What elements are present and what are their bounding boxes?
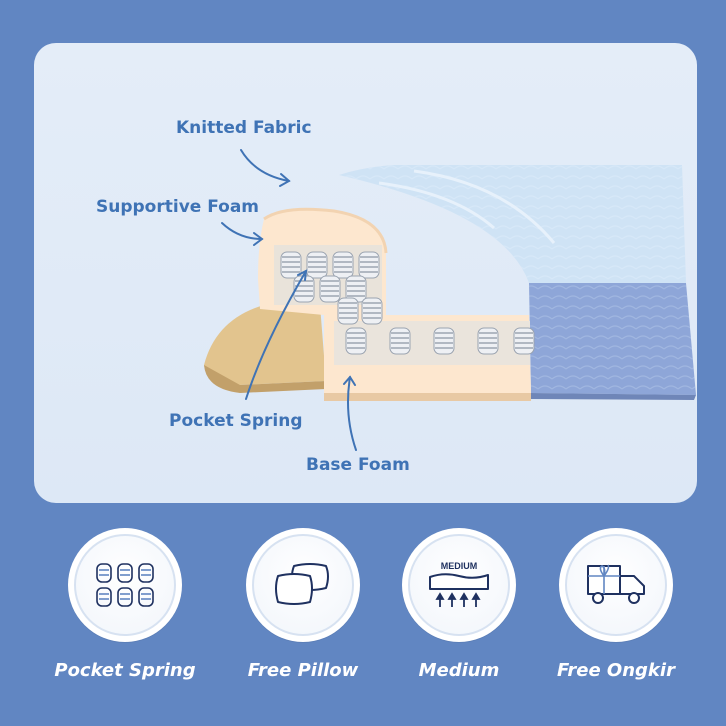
feature-label: Free Pillow xyxy=(247,660,359,681)
mattress-illustration-panel: Knitted Fabric Supportive Foam Pocket Sp… xyxy=(34,43,697,503)
firmness-text: MEDIUM xyxy=(441,561,478,571)
pillow-icon xyxy=(275,563,329,605)
medium-firmness-badge: MEDIUM xyxy=(402,528,516,642)
base-foam-label: Base Foam xyxy=(306,455,410,475)
spring-coils-icon xyxy=(96,563,154,607)
feature-label: Free Ongkir xyxy=(557,660,675,681)
pocket-spring-label: Pocket Spring xyxy=(169,411,303,431)
free-shipping-badge xyxy=(559,528,673,642)
free-pillow-badge xyxy=(246,528,360,642)
supportive-foam-label: Supportive Foam xyxy=(96,197,260,217)
mattress-cutaway-illustration xyxy=(204,149,696,451)
feature-free-pillow: Free Pillow xyxy=(228,528,378,681)
feature-free-ongkir: Free Ongkir xyxy=(541,528,691,681)
firmness-medium-icon: MEDIUM xyxy=(429,561,489,607)
feature-label: Pocket Spring xyxy=(54,660,196,681)
delivery-truck-icon xyxy=(587,564,645,604)
feature-pocket-spring: Pocket Spring xyxy=(50,528,200,681)
feature-label: Medium xyxy=(418,660,500,681)
pocket-spring-badge xyxy=(68,528,182,642)
feature-badges: Pocket Spring Free Pillow MEDIUM xyxy=(0,520,726,720)
knitted-fabric-label: Knitted Fabric xyxy=(176,118,312,138)
feature-medium: MEDIUM Medium xyxy=(384,528,534,681)
